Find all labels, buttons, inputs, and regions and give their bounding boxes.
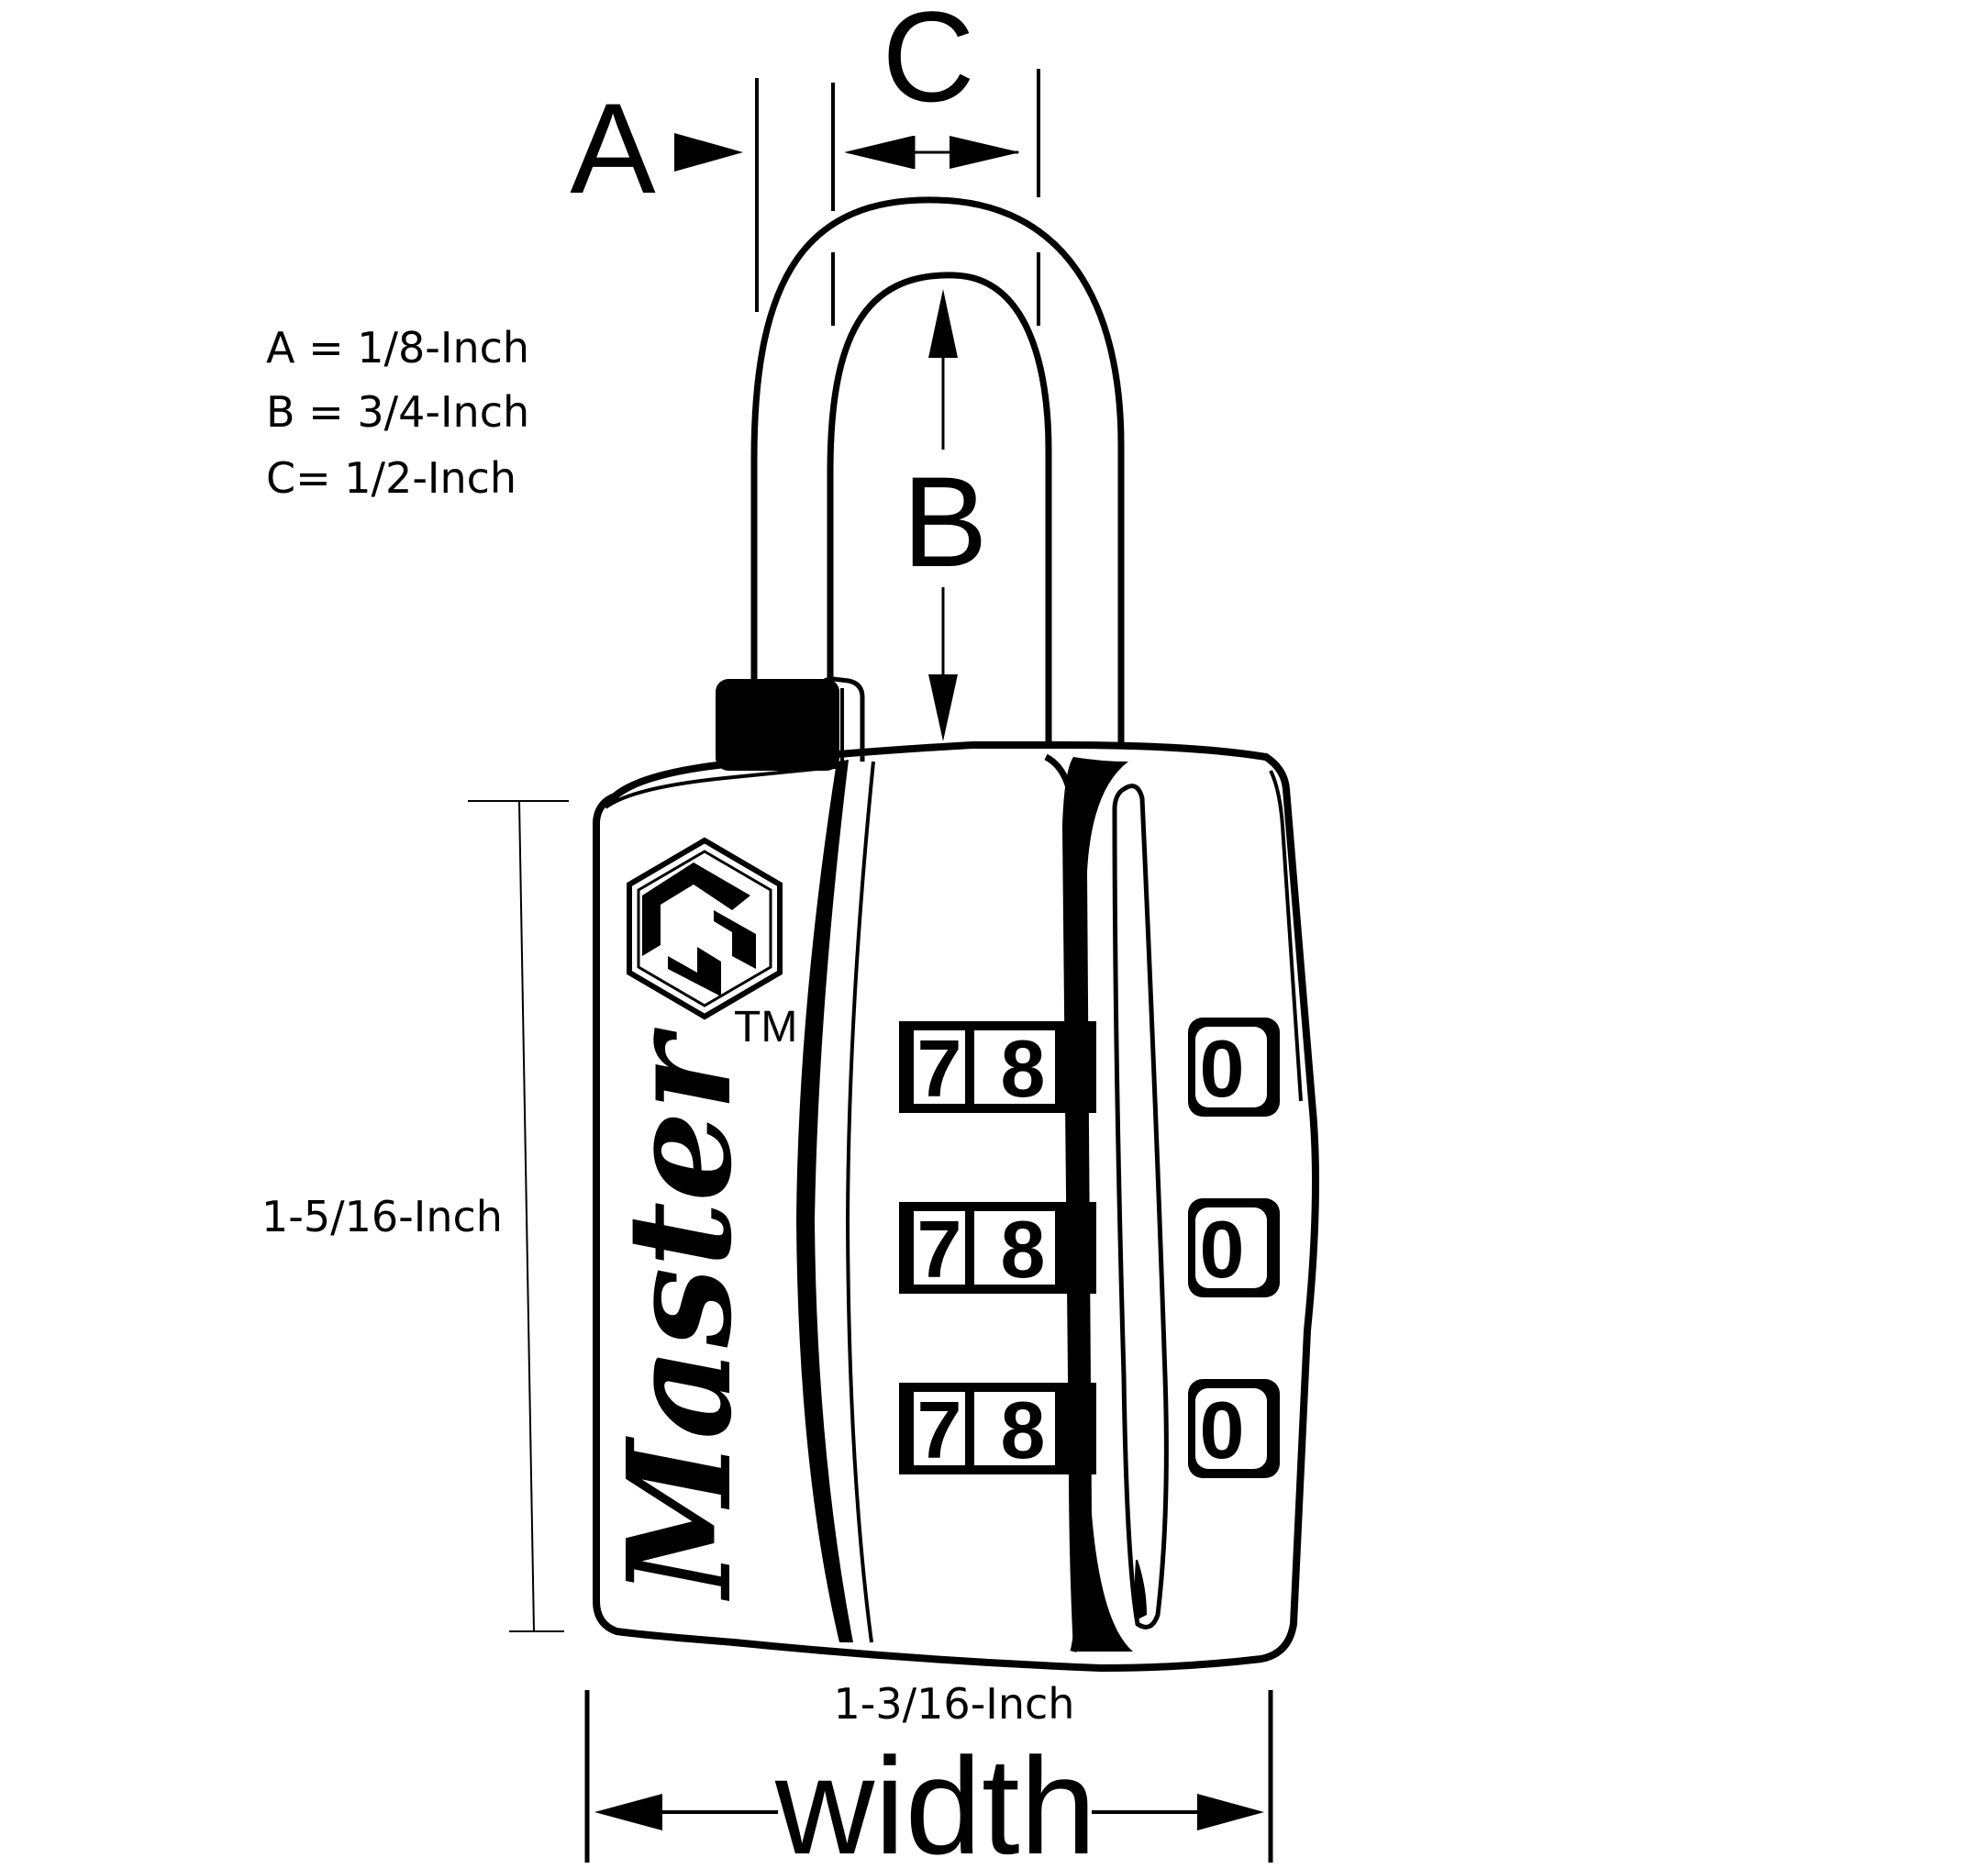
dial-digit[interactable]: 0 — [1200, 1204, 1245, 1295]
shackle-outer — [750, 196, 1125, 743]
body-top-bevel — [604, 764, 845, 809]
trademark-symbol: TM — [734, 1003, 797, 1051]
logo-hexagon-outer — [627, 837, 783, 1020]
shackle: B — [750, 196, 1125, 743]
dial-wheel-face — [914, 1030, 965, 1104]
dim-label-b: B — [902, 450, 987, 594]
dial-wheel-face — [974, 1211, 1055, 1285]
legend-a: A = 1/8-Inch — [266, 323, 529, 373]
dim-label-a: A — [570, 76, 656, 220]
dial-wheel-face-right — [1195, 1207, 1267, 1288]
dial-digit[interactable]: 7 — [917, 1385, 962, 1475]
right-edge-line — [1269, 770, 1303, 1102]
logo-facet-right — [714, 910, 756, 969]
legend-b: B = 3/4-Inch — [266, 387, 529, 437]
dial-digit[interactable]: 8 — [1001, 1204, 1046, 1295]
dial-digit[interactable]: 7 — [917, 1023, 962, 1114]
dial-digit[interactable]: 8 — [1001, 1385, 1046, 1475]
width-arrow-left — [594, 1794, 662, 1830]
body-seam-left — [796, 760, 853, 1642]
height-dimension: 1-5/16-Inch — [261, 800, 569, 1632]
dial-digit[interactable]: 7 — [917, 1204, 962, 1295]
height-line — [518, 800, 535, 1632]
dial-wheel-face — [914, 1211, 965, 1285]
right-slot-shade — [1134, 1560, 1147, 1619]
dial-digit[interactable]: 0 — [1200, 1023, 1245, 1114]
logo-facet-bottom — [668, 947, 721, 996]
dial-wheel-face — [974, 1030, 1055, 1104]
body-seam-left-line — [845, 761, 875, 1643]
width-arrow-right — [1197, 1794, 1264, 1830]
right-slot — [1112, 784, 1169, 1630]
collar-ring — [818, 676, 865, 771]
shackle-inner — [827, 272, 1052, 743]
body-outline — [593, 741, 1319, 1673]
width-dimension: 1-3/16-Inch width — [584, 1679, 1273, 1869]
dim-arrow-b-top — [928, 289, 958, 358]
dial-wheel-face — [974, 1392, 1055, 1465]
brand-wordmark: Master — [595, 1027, 763, 1601]
collar-block — [716, 679, 839, 771]
dial-digit[interactable]: 8 — [1001, 1023, 1046, 1114]
master-lock-logo-icon — [627, 837, 783, 1020]
dimension-legend: A = 1/8-Inch B = 3/4-Inch C= 1/2-Inch — [266, 323, 529, 503]
logo-facet-left — [642, 862, 750, 956]
dim-arrow-a — [674, 133, 743, 172]
dial-wheel-face-right — [1195, 1388, 1267, 1469]
dim-arrow-c-left — [844, 136, 913, 169]
dial-digit[interactable]: 0 — [1200, 1385, 1245, 1475]
legend-c: C= 1/2-Inch — [266, 453, 516, 503]
logo-hexagon-inner — [637, 850, 772, 1007]
dim-arrow-c-right — [950, 136, 1020, 169]
shackle-dimensions: A C — [570, 0, 1040, 326]
width-label: width — [774, 1729, 1096, 1869]
dim-label-c: C — [882, 0, 974, 128]
dim-arrow-b-bottom — [928, 674, 958, 741]
dial-wheel-face — [914, 1392, 965, 1465]
height-dimension-label: 1-5/16-Inch — [261, 1192, 503, 1241]
width-dimension-label: 1-3/16-Inch — [834, 1679, 1075, 1729]
dial-wheel-face-right — [1195, 1027, 1267, 1107]
